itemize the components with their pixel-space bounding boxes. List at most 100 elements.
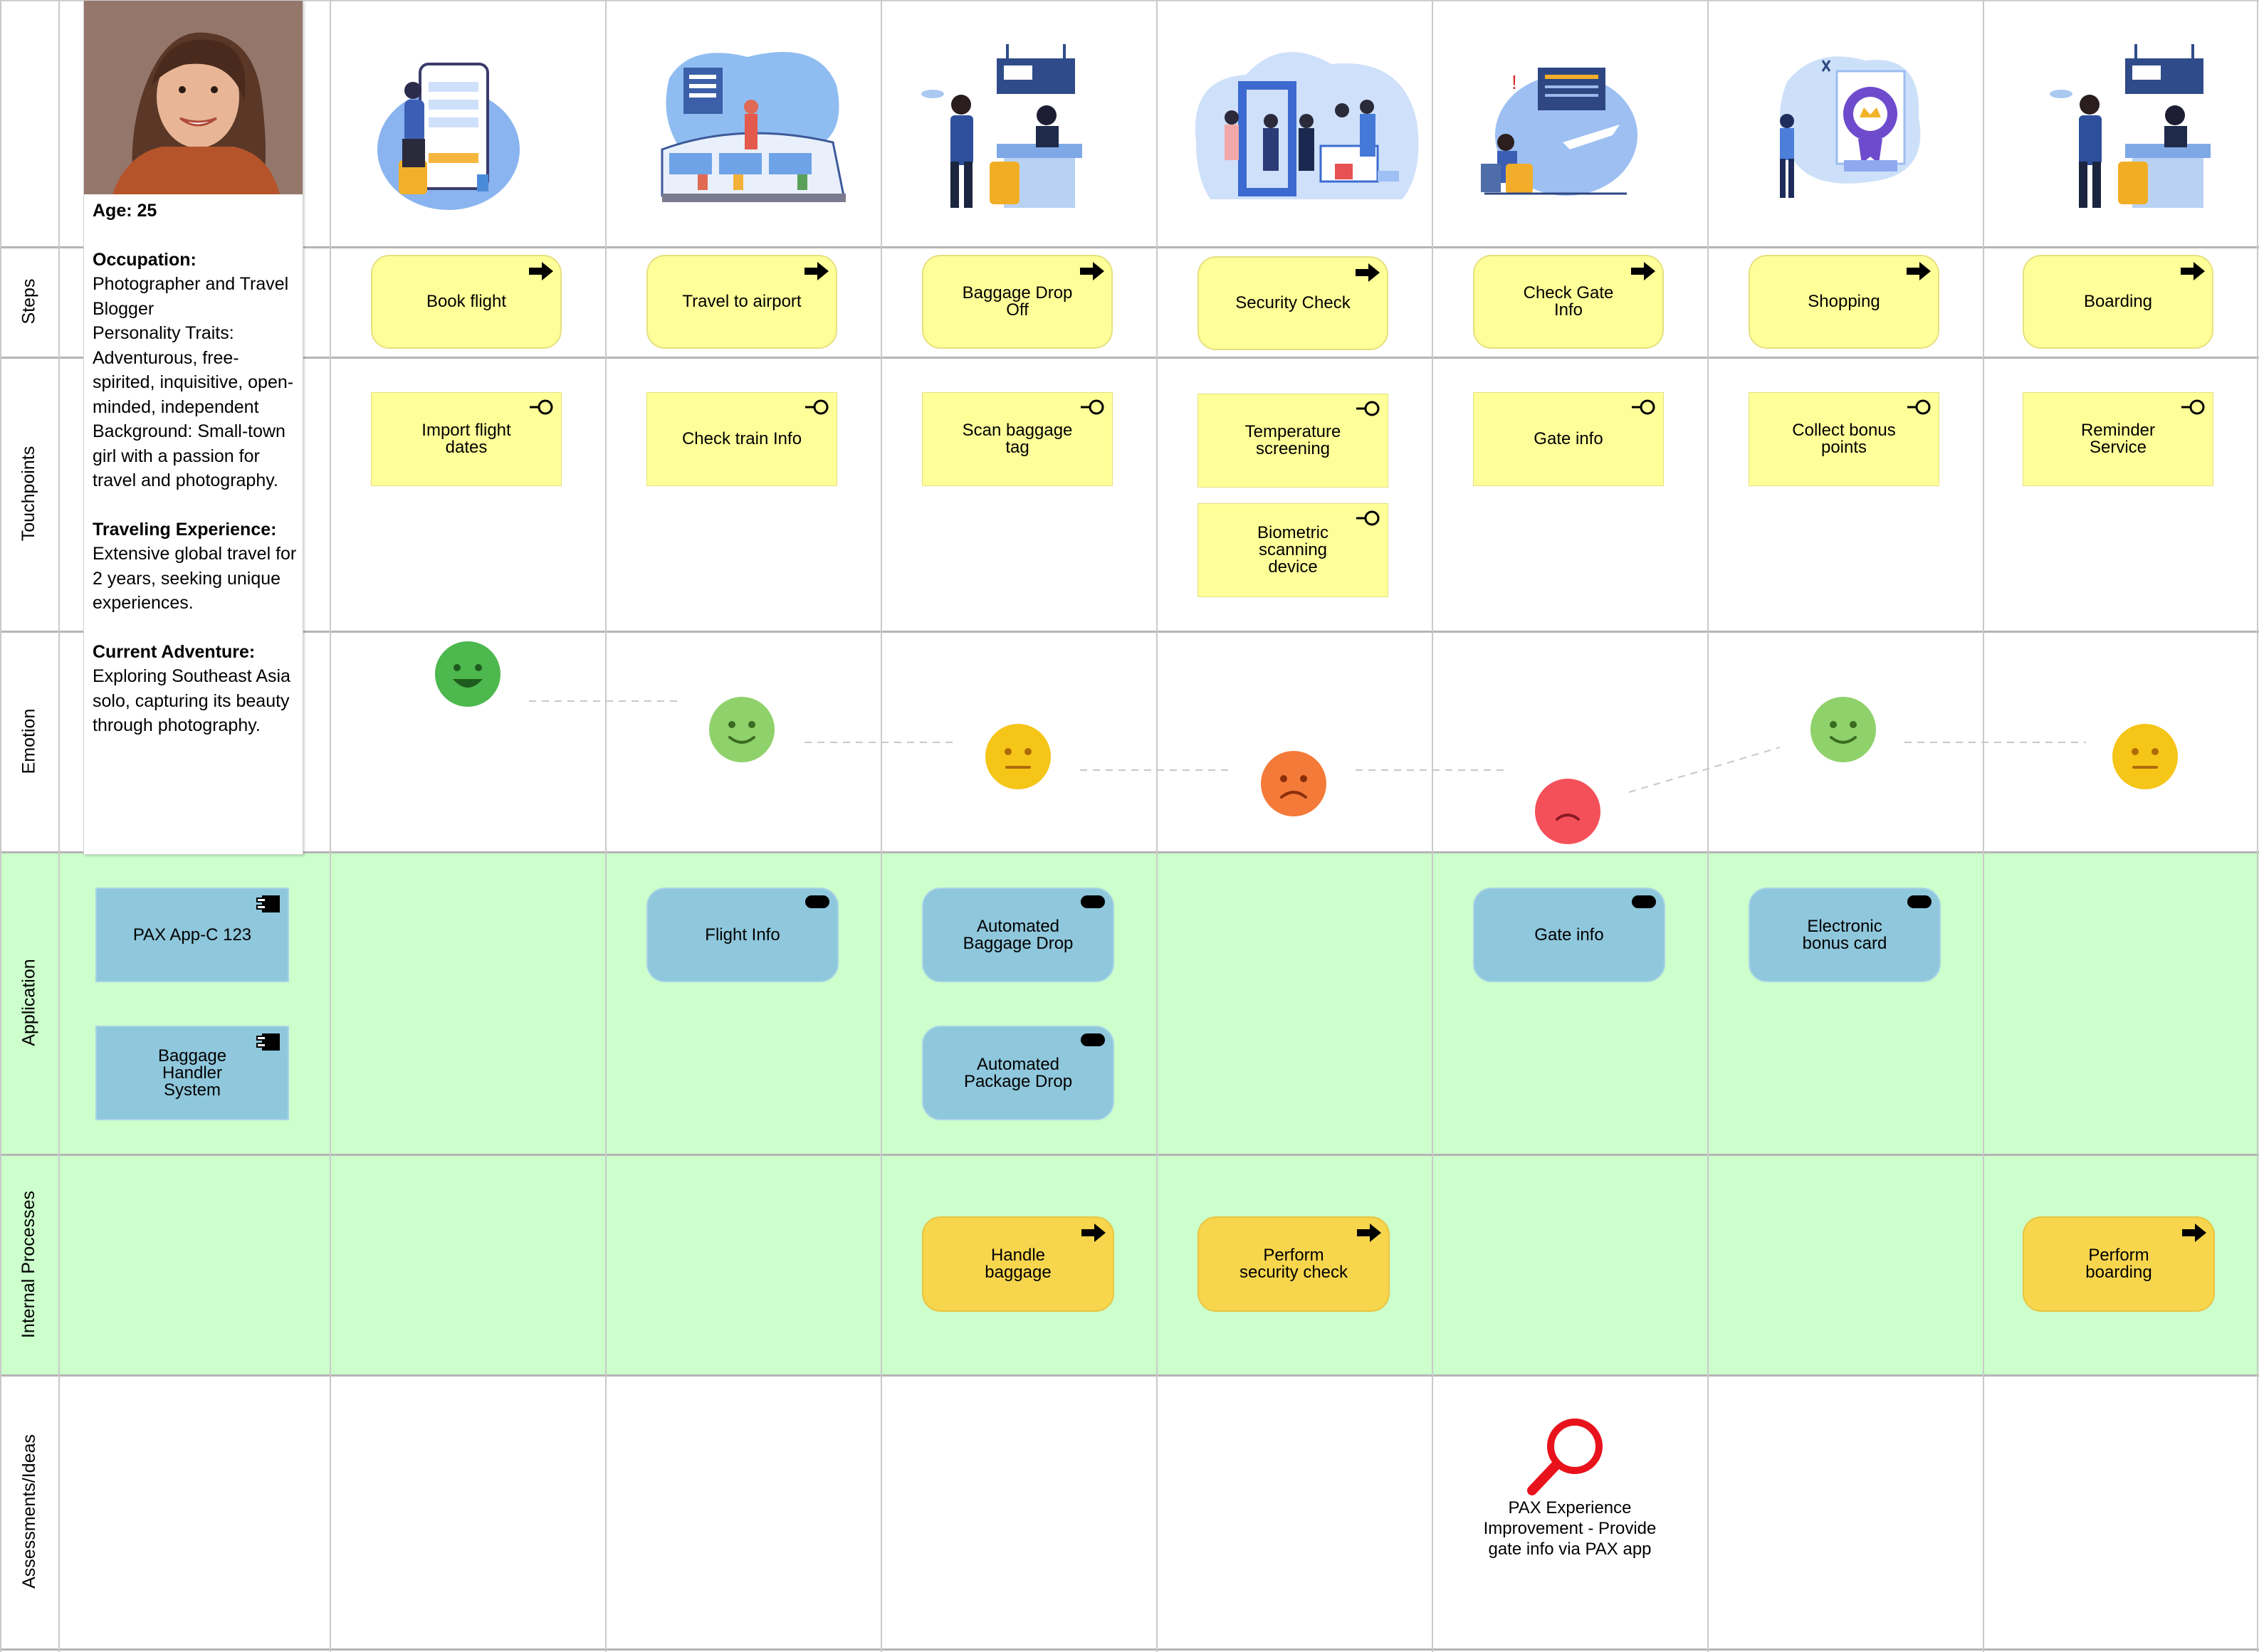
step-baggage-drop-off[interactable]: Baggage Drop Off	[922, 255, 1113, 349]
row-label-application: Application	[19, 959, 39, 1046]
touchpoint-temperature-screening[interactable]: Temperature screening	[1197, 394, 1388, 488]
touchpoint-scan-baggage-tag[interactable]: Scan baggage tag	[922, 392, 1113, 486]
emotion-face-travel-to-airport	[709, 697, 775, 762]
persona-occupation: Photographer and Travel Blogger	[93, 274, 289, 319]
arrow-right-icon	[2181, 262, 2205, 280]
emotion-face-security-check	[1261, 751, 1326, 816]
touchpoint-label: Reminder Service	[2080, 421, 2156, 457]
touchpoint-reminder-service[interactable]: Reminder Service	[2023, 392, 2213, 486]
step-security-check[interactable]: Security Check	[1197, 256, 1388, 350]
interface-icon	[1356, 401, 1380, 416]
persona-traits: Personality Traits: Adventurous, free-sp…	[93, 323, 294, 417]
process-perform-boarding[interactable]: Perform boarding	[2023, 1216, 2215, 1312]
application-electronic-bonus-card[interactable]: Electronic bonus card	[1749, 888, 1941, 982]
touchpoint-label: Scan baggage tag	[962, 421, 1073, 457]
assessment-note: PAX Experience Improvement - Provide gat…	[1483, 1498, 1657, 1559]
row-label-touchpoints: Touchpoints	[19, 446, 39, 542]
touchpoint-gate-info[interactable]: Gate info	[1473, 392, 1664, 486]
grid-line	[1707, 0, 1709, 1652]
application-baggage-handler-system[interactable]: Baggage Handler System	[95, 1026, 289, 1120]
step-shopping[interactable]: Shopping	[1749, 255, 1939, 349]
persona-details: Age: 25 Occupation: Photographer and Tra…	[93, 199, 299, 738]
touchpoint-label: Import flight dates	[421, 421, 511, 457]
svg-text:!: !	[1511, 71, 1517, 93]
application-label: Gate info	[1534, 925, 1604, 945]
arrow-right-icon	[1356, 263, 1380, 282]
persona-occupation-label: Occupation:	[93, 249, 196, 270]
step-label: Security Check	[1235, 293, 1351, 312]
application-flight-info[interactable]: Flight Info	[646, 888, 839, 982]
touchpoint-label: Collect bonus points	[1792, 421, 1896, 457]
application-pax-app[interactable]: PAX App-C 123	[95, 888, 289, 982]
row-label-assessments: Assessments/Ideas	[19, 1434, 39, 1589]
arrow-right-icon	[529, 262, 553, 280]
touchpoint-label: Biometric scanning device	[1257, 523, 1329, 577]
emotion-connectors	[529, 700, 2086, 793]
grid-line	[881, 0, 882, 1652]
arrow-right-icon	[2182, 1224, 2206, 1242]
grid-line	[0, 246, 2259, 248]
persona-experience-label: Traveling Experience:	[93, 519, 277, 540]
arrow-right-icon	[1357, 1224, 1381, 1242]
step-book-flight[interactable]: Book flight	[371, 255, 562, 349]
component-icon	[256, 895, 280, 912]
persona-experience: Extensive global travel for 2 years, see…	[93, 544, 297, 613]
emotion-face-check-gate-info	[1535, 779, 1600, 844]
service-icon	[1907, 895, 1932, 908]
step-label: Boarding	[2083, 292, 2153, 311]
persona-card: Age: 25 Occupation: Photographer and Tra…	[83, 0, 303, 855]
grid-line	[0, 1154, 2259, 1156]
process-handle-baggage[interactable]: Handle baggage	[922, 1216, 1114, 1312]
process-label: Perform security check	[1239, 1246, 1348, 1282]
application-automated-baggage-drop[interactable]: Automated Baggage Drop	[922, 888, 1114, 982]
touchpoint-label: Check train Info	[681, 429, 802, 448]
grid-line	[1156, 0, 1158, 1652]
grid-line	[0, 1374, 2259, 1377]
emotion-face-shopping	[1810, 697, 1876, 762]
service-icon	[1081, 895, 1105, 908]
service-icon	[1081, 1033, 1105, 1046]
grid-line	[0, 631, 2259, 633]
persona-background: Background: Small-town girl with a passi…	[93, 421, 285, 490]
application-label: Flight Info	[705, 925, 780, 945]
service-icon	[805, 895, 829, 908]
application-automated-package-drop[interactable]: Automated Package Drop	[922, 1026, 1114, 1120]
persona-adventure: Exploring Southeast Asia solo, capturing…	[93, 666, 290, 735]
step-label: Book flight	[426, 292, 507, 311]
illustration-travel-to-airport	[661, 52, 846, 202]
grid-line	[0, 357, 2259, 359]
persona-age: Age: 25	[93, 201, 157, 221]
row-label-steps: Steps	[19, 278, 39, 325]
illustration-boarding	[2050, 44, 2211, 208]
touchpoint-check-train-info[interactable]: Check train Info	[646, 392, 837, 486]
step-boarding[interactable]: Boarding	[2023, 255, 2213, 349]
touchpoint-label: Gate info	[1534, 429, 1603, 448]
grid-line	[0, 851, 2259, 853]
emotion-face-baggage-drop	[985, 724, 1051, 789]
grid-line	[330, 0, 331, 1652]
application-label: PAX App-C 123	[132, 925, 252, 945]
interface-icon	[1632, 399, 1655, 415]
grid-line	[2257, 0, 2258, 1652]
interface-icon	[530, 399, 553, 415]
touchpoint-label: Temperature screening	[1244, 422, 1341, 458]
interface-icon	[2181, 399, 2205, 415]
touchpoint-biometric-scanning-device[interactable]: Biometric scanning device	[1197, 503, 1388, 597]
process-perform-security-check[interactable]: Perform security check	[1197, 1216, 1390, 1312]
step-travel-to-airport[interactable]: Travel to airport	[646, 255, 837, 349]
application-gate-info[interactable]: Gate info	[1473, 888, 1665, 982]
touchpoint-collect-bonus-points[interactable]: Collect bonus points	[1749, 392, 1939, 486]
step-label: Shopping	[1808, 292, 1880, 311]
emotion-face-book-flight	[435, 641, 500, 707]
magnifier-icon	[1527, 1419, 1603, 1495]
process-label: Perform boarding	[2085, 1246, 2152, 1282]
application-label: Automated Package Drop	[963, 1054, 1073, 1091]
emotion-face-boarding	[2112, 724, 2178, 789]
step-check-gate-info[interactable]: Check Gate Info	[1473, 255, 1664, 349]
arrow-right-icon	[804, 262, 829, 280]
application-label: Automated Baggage Drop	[963, 916, 1074, 953]
internal-processes-band	[0, 1154, 2259, 1375]
grid-line	[605, 0, 607, 1652]
touchpoint-import-flight-dates[interactable]: Import flight dates	[371, 392, 562, 486]
